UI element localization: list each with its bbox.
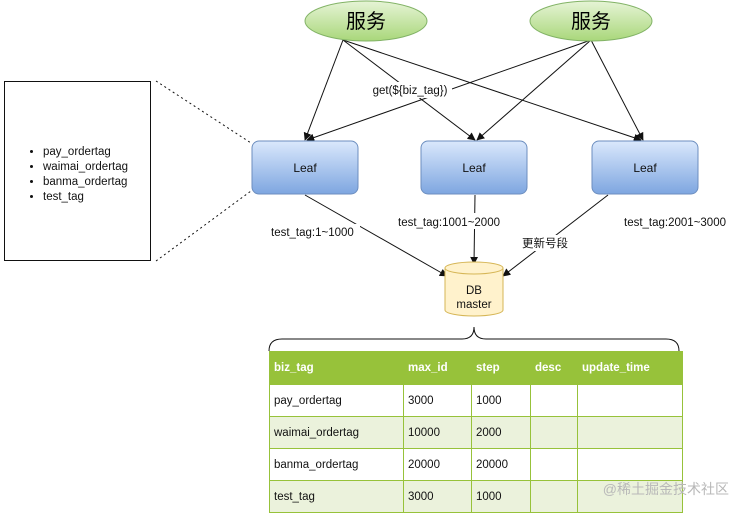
arrow-leaf2-db <box>470 194 479 265</box>
service-node-1 <box>304 0 428 42</box>
leaf-label-3: Leaf <box>633 161 657 175</box>
leaf-node-1 <box>251 140 359 195</box>
table-row: pay_ordertag 3000 1000 <box>269 384 683 417</box>
arrow-leaf1-db <box>304 194 448 277</box>
arrow-service1-leaf3 <box>342 39 642 142</box>
arrow-service2-leaf2 <box>476 39 592 141</box>
service-label-1: 服务 <box>346 10 386 33</box>
biz-tag-list-box: pay_ordertag waimai_ordertag banma_order… <box>4 81 151 261</box>
cell-max-id: 3000 <box>403 480 472 513</box>
cell-max-id: 20000 <box>403 448 472 481</box>
biz-tag-item: waimai_ordertag <box>43 160 128 175</box>
cell-biz-tag: banma_ordertag <box>269 448 404 481</box>
service-to-leaf-arrows <box>303 39 644 142</box>
callout-dotted-line-top <box>155 80 252 144</box>
cell-step: 20000 <box>471 448 531 481</box>
leaf-node-2 <box>420 140 528 195</box>
leaf-label-2: Leaf <box>462 161 486 175</box>
col-header-max-id: max_id <box>403 351 472 385</box>
table-row: waimai_ordertag 10000 2000 <box>269 416 683 449</box>
leaf-alloc-table: biz_tag max_id step desc update_time pay… <box>269 351 683 513</box>
cell-update-time <box>577 384 683 417</box>
arrow-service2-leaf3 <box>590 39 644 141</box>
col-header-step: step <box>471 351 531 385</box>
range-label-bg-1 <box>268 224 360 240</box>
range-label-bg-2 <box>396 213 504 229</box>
leaf-node-3 <box>591 140 699 195</box>
cell-step: 1000 <box>471 480 531 513</box>
table-brace <box>268 326 680 352</box>
col-header-update-time: update_time <box>577 351 683 385</box>
leaf-range-label-2: test_tag:1001~2000 <box>398 217 500 229</box>
table-row: test_tag 3000 1000 <box>269 480 683 513</box>
biz-tag-item: test_tag <box>43 190 128 205</box>
cell-step: 2000 <box>471 416 531 449</box>
col-header-desc: desc <box>530 351 578 385</box>
cell-biz-tag: pay_ordertag <box>269 384 404 417</box>
db-label-line2: master <box>456 299 491 311</box>
cell-desc <box>530 384 578 417</box>
leaf-range-label-1: test_tag:1~1000 <box>271 227 354 239</box>
cell-update-time <box>577 416 683 449</box>
callout-dotted-line-bottom <box>155 190 252 262</box>
call-label: get(${biz_tag}) <box>373 85 448 97</box>
leaf-range-label-3: test_tag:2001~3000 <box>624 217 726 229</box>
cell-max-id: 3000 <box>403 384 472 417</box>
cell-max-id: 10000 <box>403 416 472 449</box>
db-cylinder <box>444 261 504 317</box>
cell-step: 1000 <box>471 384 531 417</box>
arrow-service1-leaf1 <box>303 39 344 141</box>
service-label-2: 服务 <box>571 10 611 33</box>
col-header-biz-tag: biz_tag <box>269 351 404 385</box>
biz-tag-list: pay_ordertag waimai_ordertag banma_order… <box>5 145 128 205</box>
service-node-2 <box>529 0 653 42</box>
biz-tag-item: pay_ordertag <box>43 145 128 160</box>
cell-desc <box>530 416 578 449</box>
biz-tag-item: banma_ordertag <box>43 175 128 190</box>
db-label-line1: DB <box>466 285 482 297</box>
cell-biz-tag: test_tag <box>269 480 404 513</box>
update-segment-label: 更新号段 <box>522 236 568 250</box>
watermark: @稀土掘金技术社区 <box>602 481 729 497</box>
leaf-label-1: Leaf <box>293 161 317 175</box>
cell-desc <box>530 480 578 513</box>
update-label-bg <box>520 235 572 251</box>
table-header-row: biz_tag max_id step desc update_time <box>269 351 683 385</box>
cell-biz-tag: waimai_ordertag <box>269 416 404 449</box>
cell-update-time <box>577 448 683 481</box>
cell-update-time <box>577 480 683 513</box>
table-row: banma_ordertag 20000 20000 <box>269 448 683 481</box>
cell-desc <box>530 448 578 481</box>
call-label-bg <box>368 82 452 98</box>
